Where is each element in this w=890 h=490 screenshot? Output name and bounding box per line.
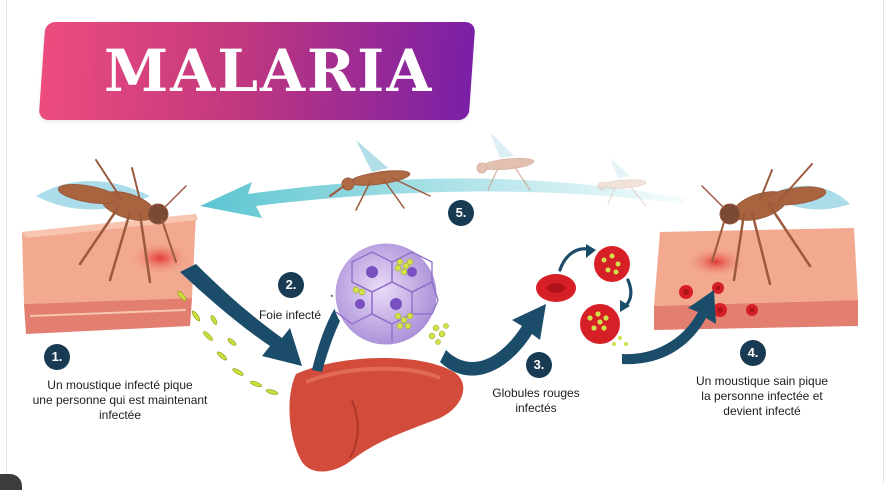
liver-cell-icon: [332, 240, 440, 348]
skin-block-right-icon: [654, 228, 858, 330]
red-blood-cell-icon: [536, 246, 630, 346]
cycle-arrow-5: [200, 178, 684, 218]
mosquito-icon: [329, 140, 431, 211]
mosquito-icon: [476, 132, 535, 191]
arrow-blood-to-skin: [622, 290, 716, 365]
page-title: MALARIA: [104, 37, 434, 105]
step-4-label: Un moustique sain pique la personne infe…: [695, 374, 829, 418]
step-3-badge: 3.: [526, 352, 552, 378]
step-4-badge: 4.: [740, 340, 766, 366]
mosquito-icon: [701, 163, 850, 286]
liver-icon: [289, 357, 464, 472]
arrow-skin-to-liver: [180, 264, 302, 366]
parasite-icon: [428, 323, 449, 345]
step-1-label: Un moustique infecté pique une personne …: [32, 378, 208, 422]
parasite-icon: [177, 290, 279, 395]
skin-block-left-icon: [22, 214, 198, 334]
step-2-label: Foie infecté: [258, 308, 322, 322]
blood-cycle-arrows: [558, 244, 633, 312]
arrow-cell-to-blood: [440, 304, 546, 376]
mosquito-icon: [597, 158, 647, 207]
step-5-badge: 5.: [448, 200, 474, 226]
step-3-label: Globules rouges infectés: [492, 386, 580, 415]
step-1-badge: 1.: [44, 344, 70, 370]
step-2-badge: 2.: [278, 272, 304, 298]
red-blood-cell-icon: [679, 282, 758, 317]
mosquito-icon: [36, 159, 187, 284]
